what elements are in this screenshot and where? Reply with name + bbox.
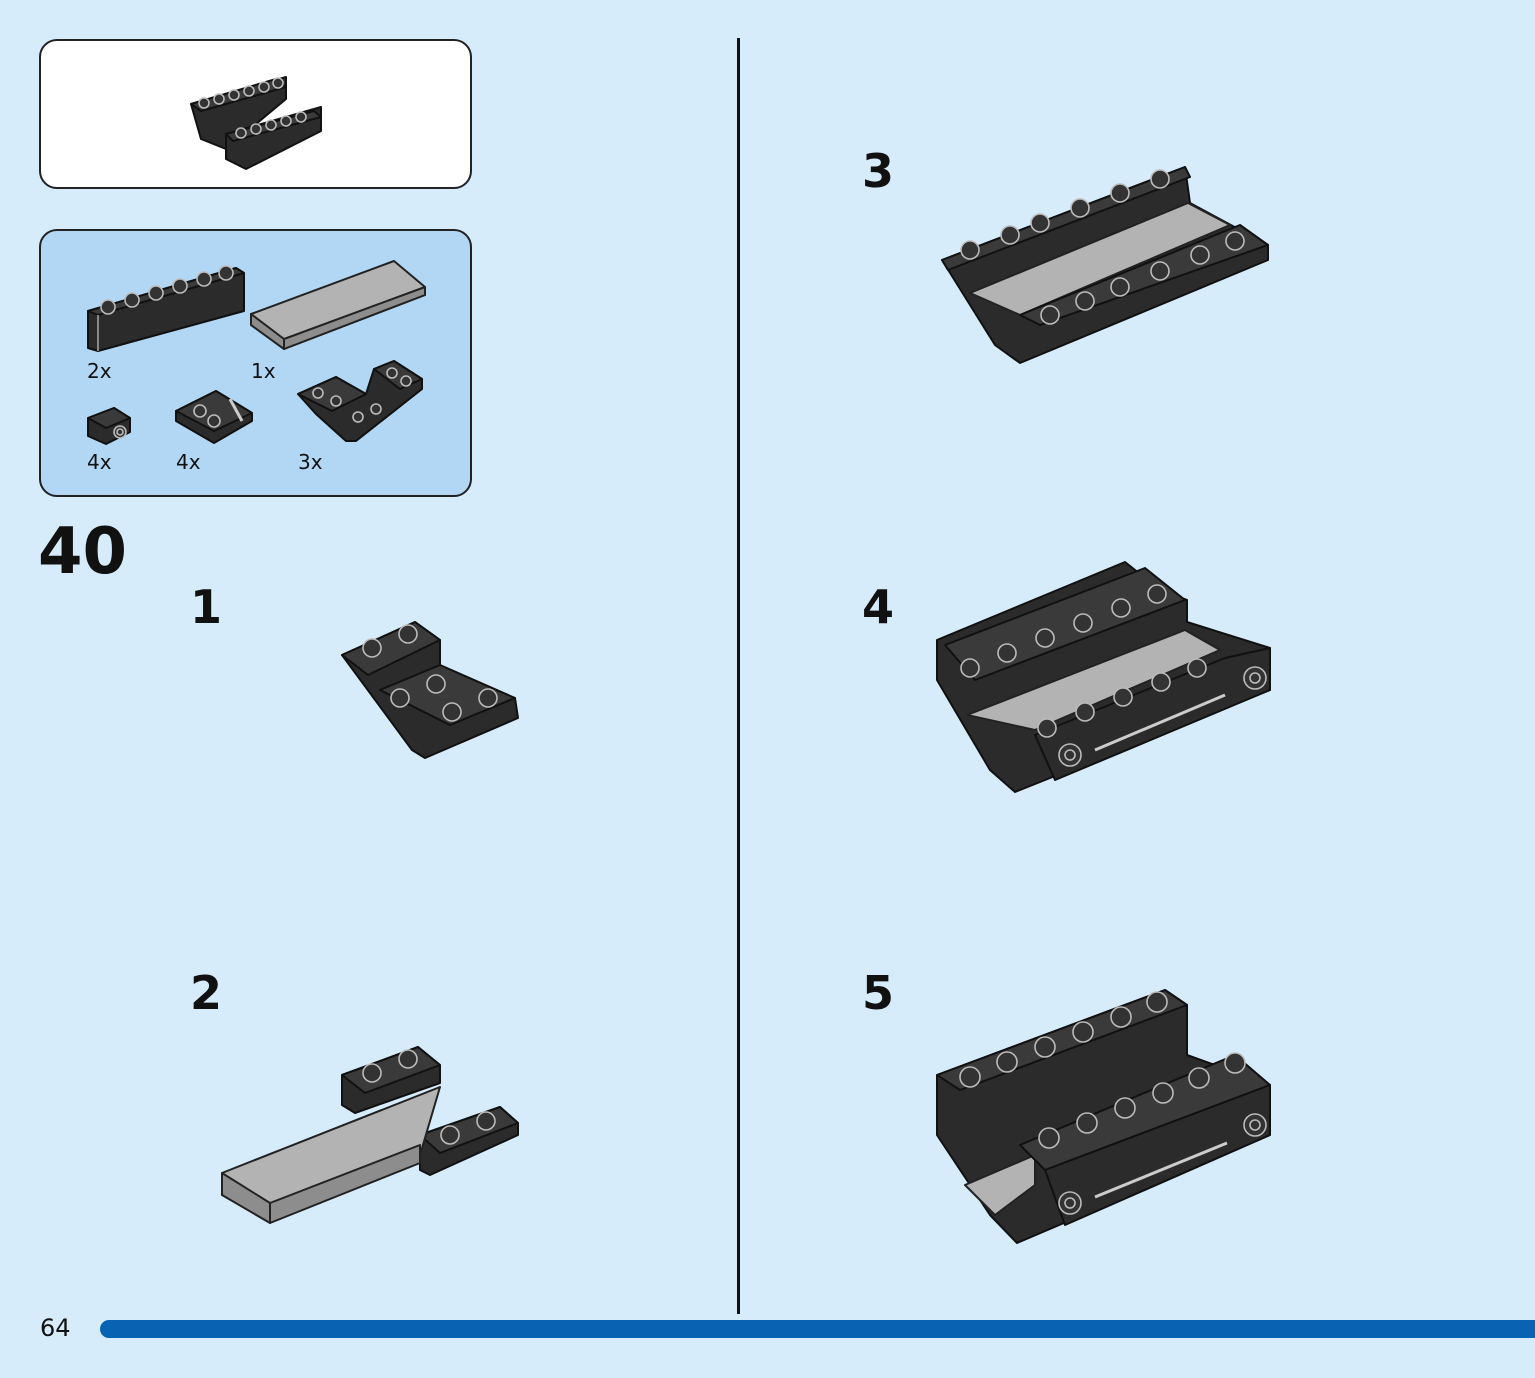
- sub-step-5-number: 5: [862, 966, 895, 1020]
- sub-step-3-studs: [960, 169, 1245, 325]
- sub-step-4-number: 4: [862, 580, 895, 634]
- inverted-slope-illustration: [297, 360, 423, 442]
- preview-box: [39, 39, 472, 189]
- page-number: 64: [40, 1314, 71, 1342]
- progress-bar: [100, 1320, 1535, 1338]
- sub-step-4-studs: [960, 584, 1267, 767]
- plate-with-bar-illustration: [175, 390, 253, 444]
- sub-step-4-illustration: [936, 561, 1271, 793]
- sub-step-3-illustration: [941, 166, 1269, 364]
- sub-step-2-illustration: [221, 1046, 519, 1224]
- sub-step-2-number: 2: [190, 966, 223, 1020]
- plate-with-bar-quantity: 4x: [176, 450, 201, 474]
- sub-step-3-number: 3: [862, 144, 895, 198]
- sub-step-1-number: 1: [190, 580, 223, 634]
- tile-illustration: [250, 260, 426, 350]
- tile-quantity: 1x: [251, 359, 276, 383]
- sub-step-1-illustration: [341, 621, 519, 759]
- preview-model-illustration: [190, 76, 322, 170]
- preview-studs: [198, 77, 307, 139]
- clip-quantity: 4x: [87, 450, 112, 474]
- column-divider: [737, 38, 740, 1314]
- inverted-slope-quantity: 3x: [298, 450, 323, 474]
- main-step-number: 40: [38, 515, 128, 589]
- brick-1x6-illustration: [87, 265, 245, 352]
- sub-step-5-illustration: [936, 989, 1271, 1244]
- parts-list-box: 2x 1x 4x 4x 3x: [39, 229, 472, 497]
- clip-illustration: [87, 407, 131, 445]
- brick-quantity: 2x: [87, 359, 112, 383]
- sub-step-5-studs: [959, 991, 1267, 1215]
